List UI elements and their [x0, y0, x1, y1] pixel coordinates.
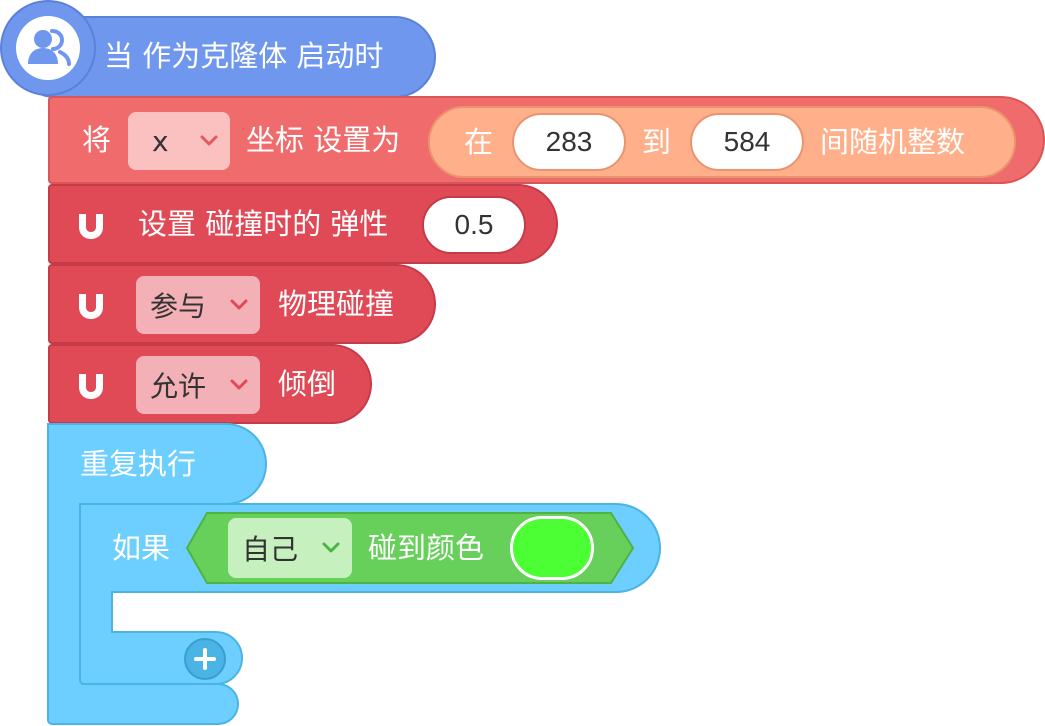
physics-collision-label: 物理碰撞: [278, 287, 395, 321]
set-bounce-label: 设置 碰撞时的 弹性: [138, 207, 389, 241]
tilt-mode-dropdown[interactable]: 允许: [136, 356, 260, 414]
bounce-value-input[interactable]: 0.5: [422, 196, 526, 254]
tilt-block[interactable]: 允许 倾倒: [48, 344, 372, 424]
set-coordinate-prefix: 将: [82, 123, 112, 157]
chevron-down-icon: [200, 135, 218, 146]
add-block-button[interactable]: [184, 638, 226, 680]
axis-dropdown[interactable]: x: [128, 112, 230, 170]
touching-color-label: 碰到颜色: [368, 531, 485, 565]
touch-target-value: 自己: [242, 533, 299, 566]
chevron-down-icon: [322, 542, 340, 553]
forever-loop-label: 重复执行: [80, 447, 197, 481]
random-from-input[interactable]: 283: [512, 113, 626, 171]
tilt-label: 倾倒: [278, 367, 337, 401]
if-block-label: 如果: [112, 531, 171, 565]
random-to-input[interactable]: 584: [690, 113, 804, 171]
set-bounce-block[interactable]: 设置 碰撞时的 弹性 0.5: [48, 184, 558, 264]
random-in-label: 在: [464, 125, 494, 159]
tilt-mode-value: 允许: [150, 370, 207, 403]
clone-person-icon: [28, 29, 71, 66]
set-coordinate-block[interactable]: 将 x 坐标 设置为 在 283 到 584 间随机整数: [48, 96, 1045, 184]
chevron-down-icon: [230, 299, 248, 310]
magnet-icon: [79, 214, 103, 239]
touch-target-dropdown[interactable]: 自己: [228, 518, 352, 578]
physics-collision-block[interactable]: 参与 物理碰撞: [48, 264, 436, 344]
random-suffix-label: 间随机整数: [820, 125, 966, 159]
set-coordinate-middle: 坐标 设置为: [246, 123, 401, 157]
magnet-icon: [79, 374, 103, 399]
magnet-icon: [79, 294, 103, 319]
axis-dropdown-value: x: [152, 124, 169, 158]
plus-icon: [194, 648, 216, 670]
random-integer-reporter[interactable]: 在 283 到 584 间随机整数: [428, 106, 1016, 178]
collision-mode-dropdown[interactable]: 参与: [136, 276, 260, 334]
color-swatch-picker[interactable]: [510, 516, 594, 580]
collision-mode-value: 参与: [150, 290, 207, 323]
hat-block-label: 当 作为克隆体 启动时: [104, 39, 384, 73]
hat-icon-circle: [0, 0, 96, 96]
chevron-down-icon: [230, 379, 248, 390]
random-to-label: 到: [642, 125, 672, 159]
